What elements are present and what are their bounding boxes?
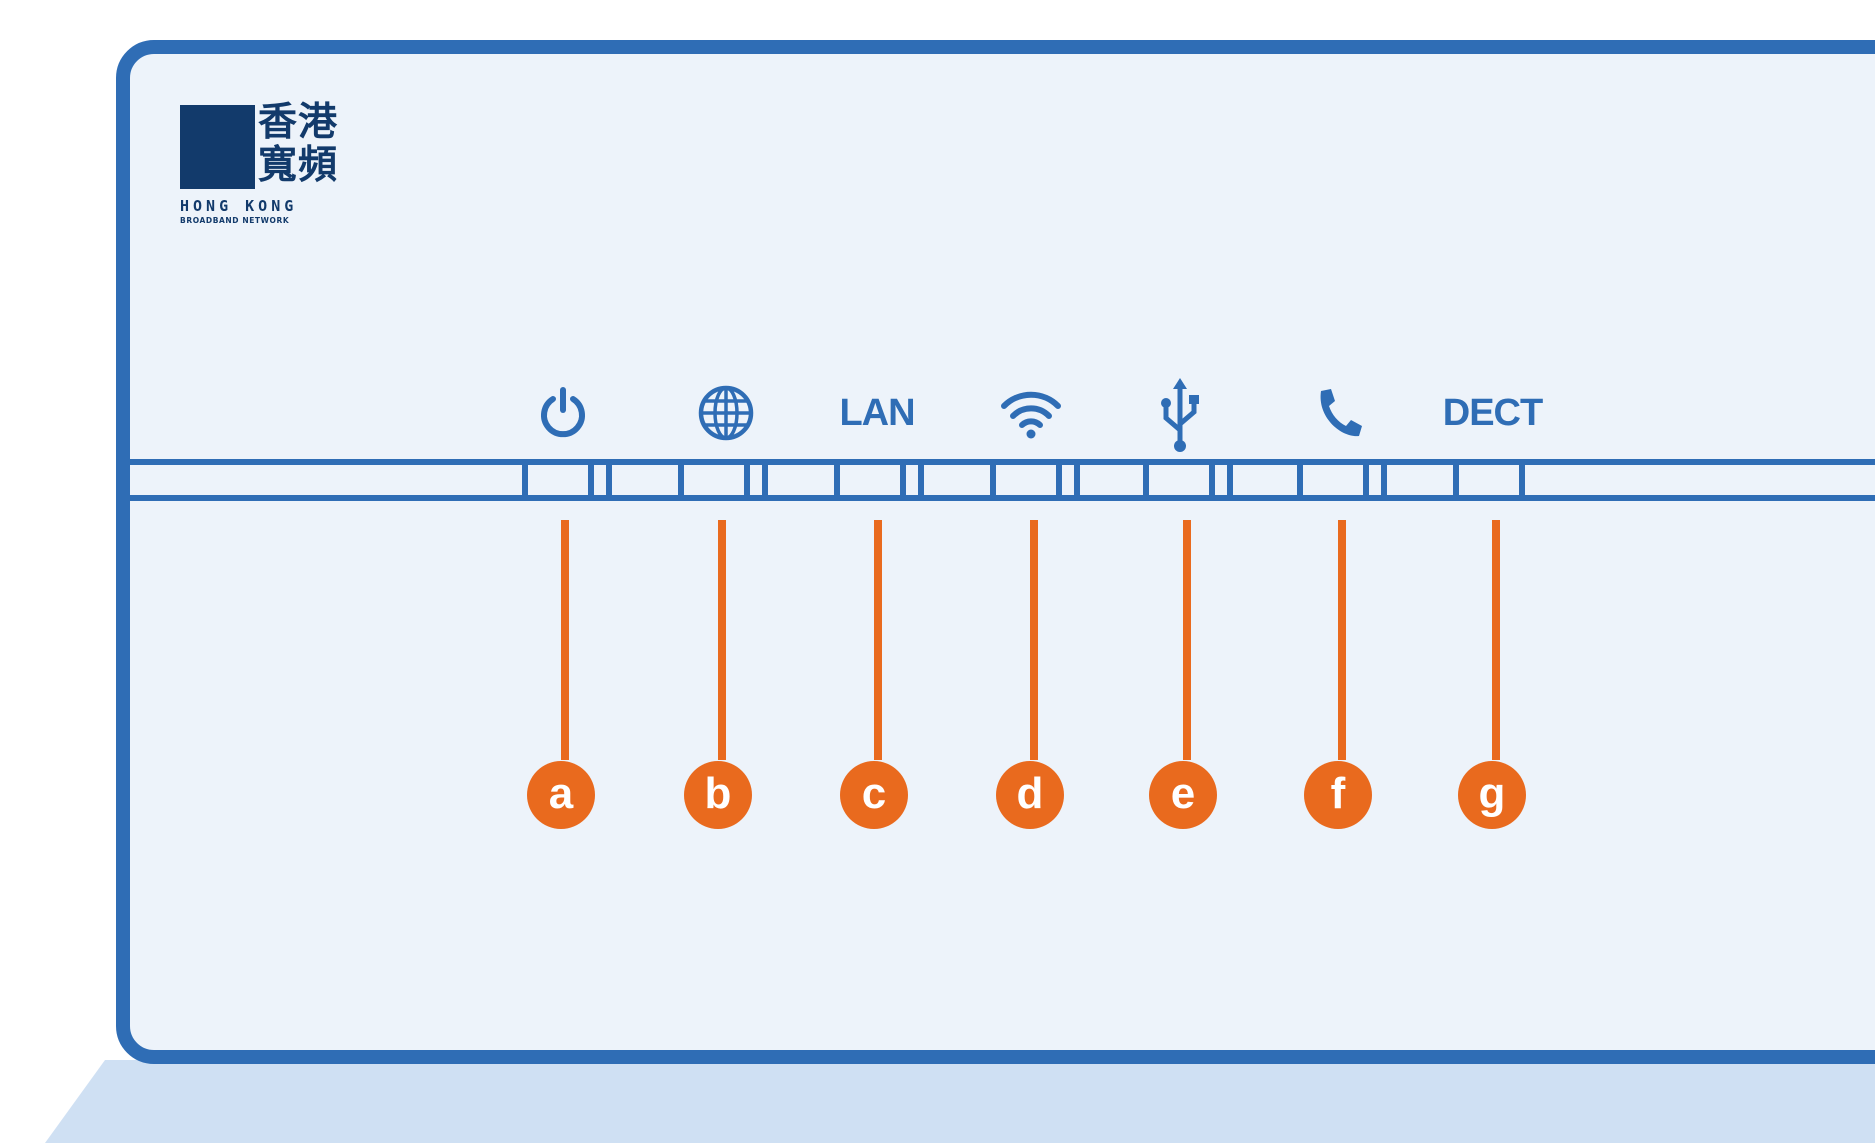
hkbn-logo: 香港寬頻 HONG KONG BROADBAND NETWORK bbox=[180, 101, 352, 230]
callout-line bbox=[1183, 520, 1191, 760]
wifi-icon bbox=[991, 383, 1071, 443]
strip-separator bbox=[918, 459, 924, 501]
callout-line bbox=[874, 520, 882, 760]
router-front-panel bbox=[116, 40, 1875, 1064]
logo-mark bbox=[180, 105, 255, 189]
strip-separator bbox=[606, 459, 612, 501]
callout-badge-g: g bbox=[1458, 761, 1526, 829]
led-slot-phone bbox=[1297, 459, 1369, 501]
strip-separator bbox=[1381, 459, 1387, 501]
callout-badge-e: e bbox=[1149, 761, 1217, 829]
strip-separator bbox=[1074, 459, 1080, 501]
led-slot-lan bbox=[834, 459, 906, 501]
phone-icon bbox=[1298, 383, 1378, 443]
callout-badge-c: c bbox=[840, 761, 908, 829]
callout-badge-a: a bbox=[527, 761, 595, 829]
dect-label: DECT bbox=[1442, 391, 1543, 434]
callout-line bbox=[1338, 520, 1346, 760]
led-slot-usb bbox=[1143, 459, 1215, 501]
logo-english-line2: BROADBAND NETWORK bbox=[180, 216, 290, 225]
led-slot-wifi bbox=[990, 459, 1062, 501]
power-icon bbox=[523, 383, 603, 443]
led-slot-dect bbox=[1453, 459, 1525, 501]
callout-line bbox=[561, 520, 569, 760]
strip-separator bbox=[762, 459, 768, 501]
led-slot-power bbox=[522, 459, 594, 501]
callout-badge-d: d bbox=[996, 761, 1064, 829]
globe-icon bbox=[686, 383, 766, 443]
callout-line bbox=[718, 520, 726, 760]
callout-line bbox=[1492, 520, 1500, 760]
callout-badge-f: f bbox=[1304, 761, 1372, 829]
callout-line bbox=[1030, 520, 1038, 760]
logo-english-line1: HONG KONG bbox=[180, 197, 298, 215]
usb-icon bbox=[1140, 376, 1220, 456]
device-base bbox=[45, 1060, 1875, 1143]
strip-separator bbox=[1227, 459, 1233, 501]
callout-badge-b: b bbox=[684, 761, 752, 829]
lan-label: LAN bbox=[839, 391, 915, 434]
logo-cjk-text: 香港寬頻 bbox=[258, 100, 339, 188]
led-slot-internet bbox=[678, 459, 750, 501]
